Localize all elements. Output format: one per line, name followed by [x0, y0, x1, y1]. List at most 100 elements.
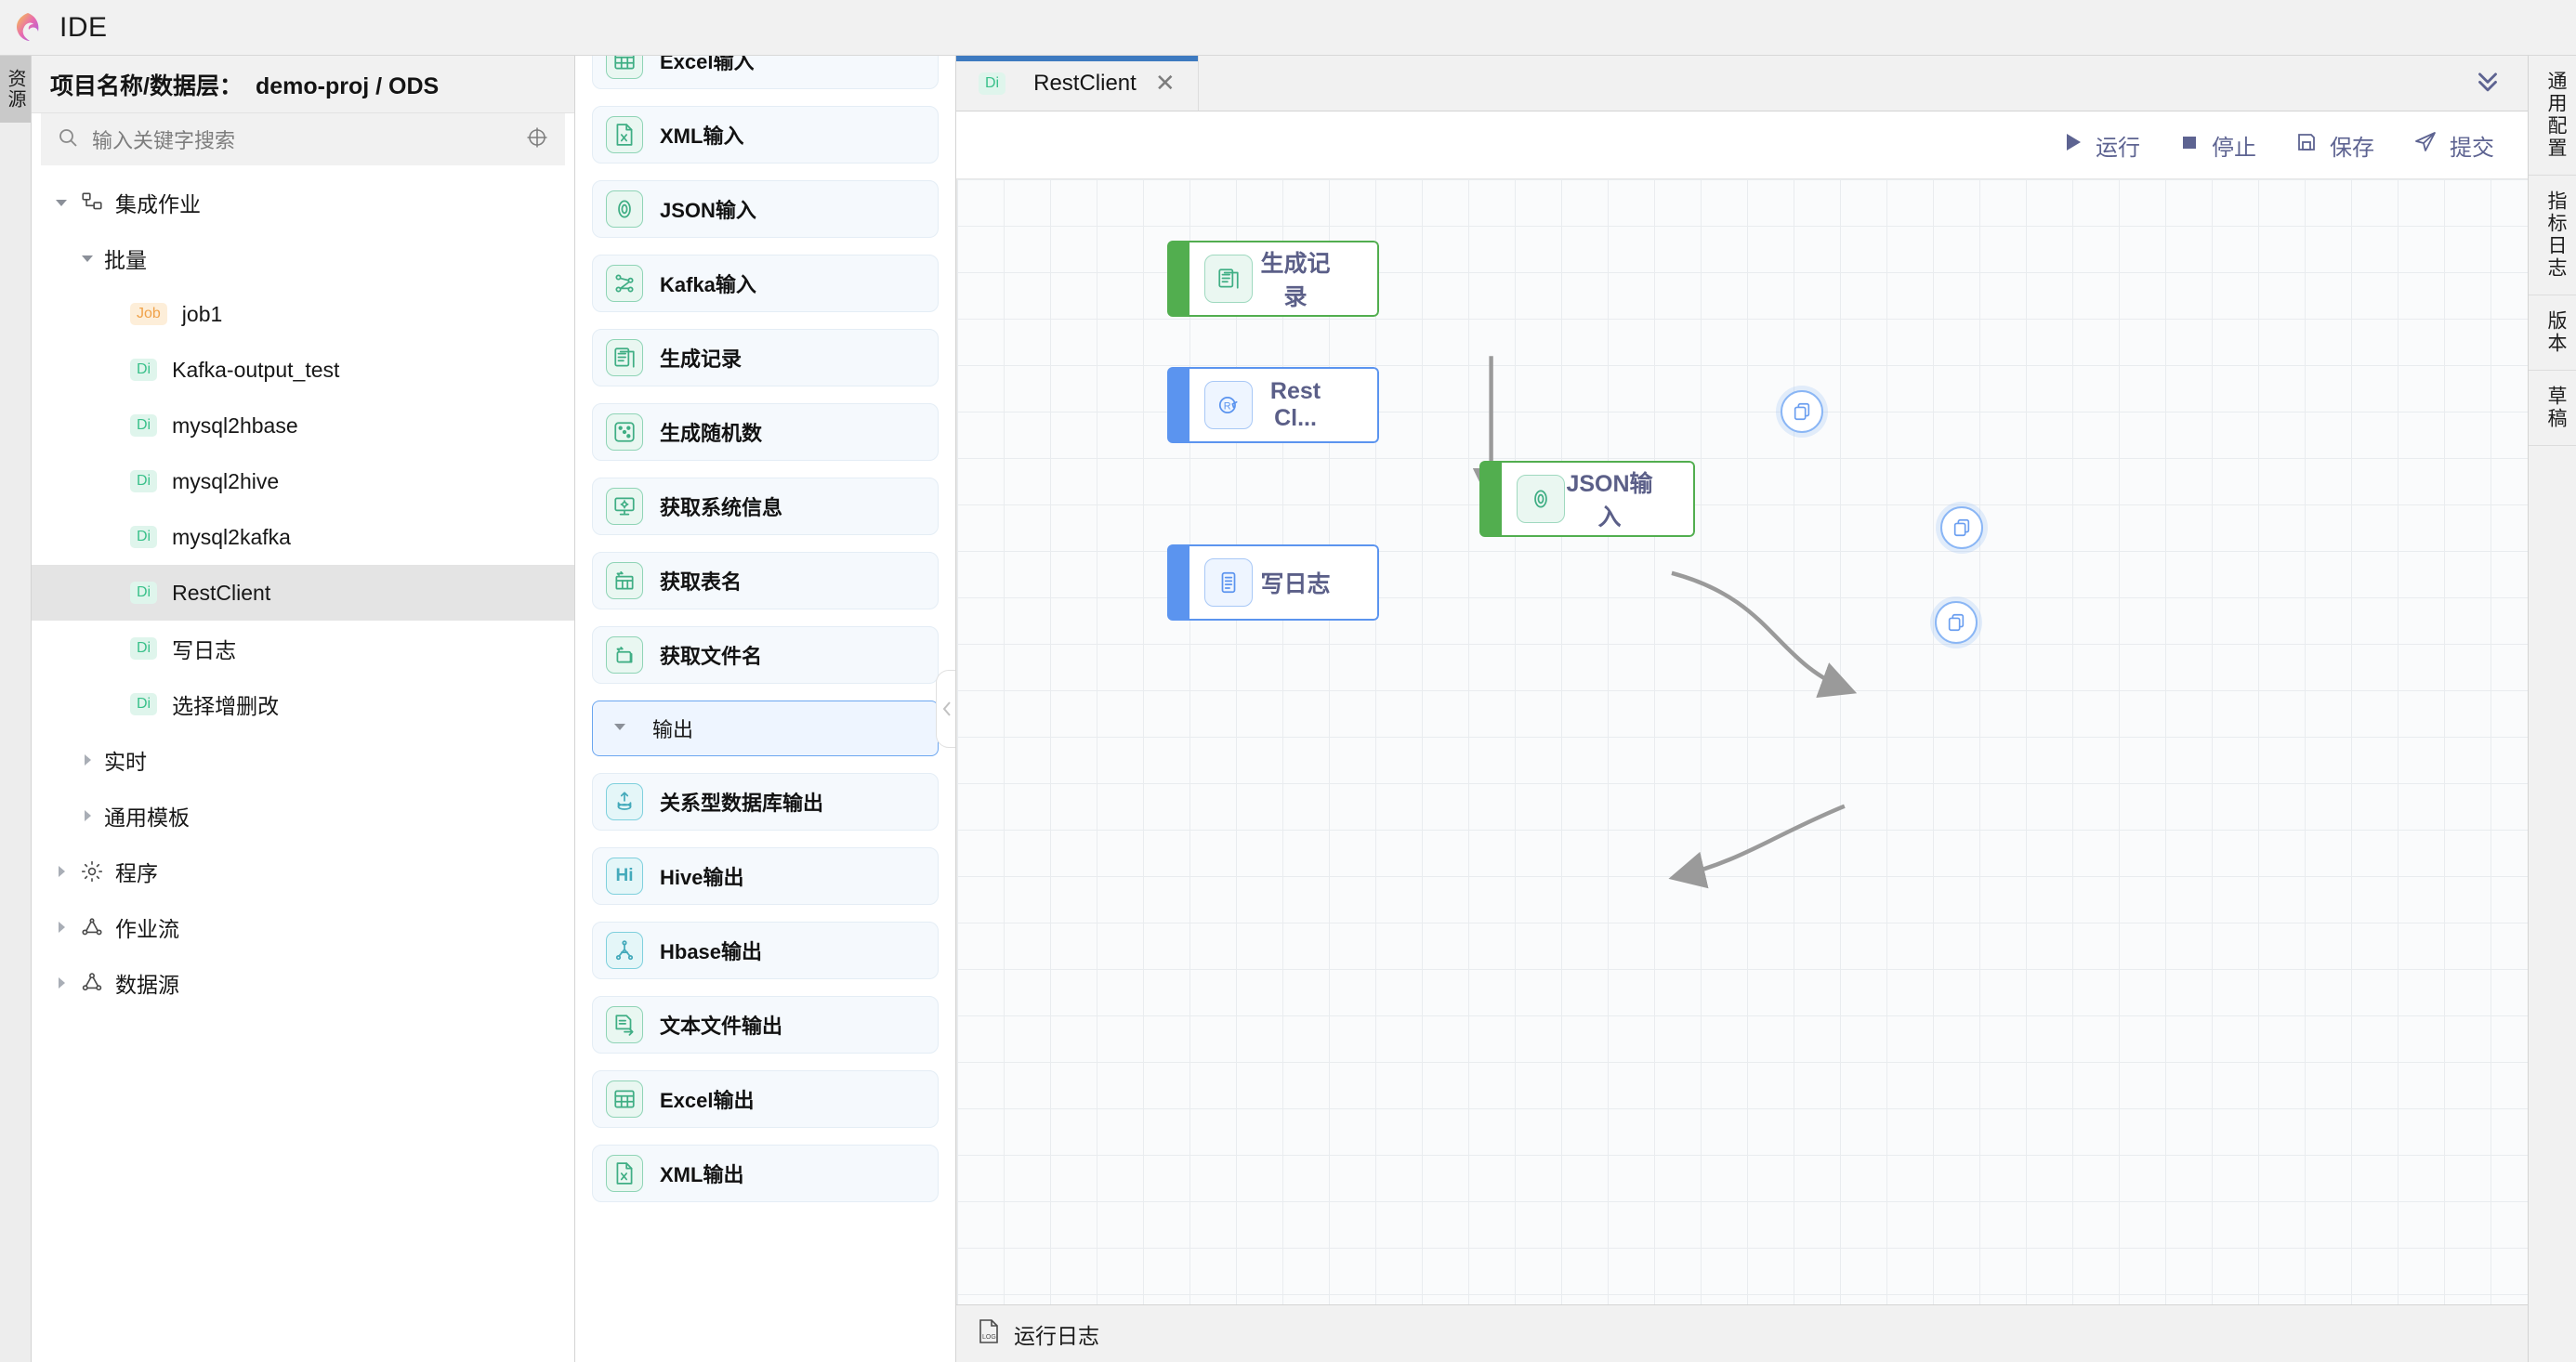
- canvas-node-n4[interactable]: 写日志: [1167, 544, 1379, 621]
- title-bar: IDE: [0, 0, 2576, 56]
- send-icon: [2413, 130, 2438, 161]
- palette-item-获取表名[interactable]: 获取表名: [592, 552, 939, 609]
- run-log-bar[interactable]: LOG 运行日志: [956, 1304, 2528, 1362]
- copy-icon[interactable]: [1940, 506, 1983, 549]
- json-icon: [1517, 475, 1565, 523]
- caret-right-icon[interactable]: [78, 752, 97, 768]
- right-tab-metric-log[interactable]: 指标日志: [2529, 176, 2576, 295]
- palette-item-JSON输入[interactable]: JSON输入: [592, 180, 939, 238]
- palette-item-获取文件名[interactable]: 获取文件名: [592, 626, 939, 684]
- search-box[interactable]: 输入关键字搜索: [41, 113, 565, 165]
- gear-icon: [78, 859, 106, 884]
- run-button[interactable]: 运行: [2063, 129, 2140, 162]
- search-input[interactable]: 输入关键字搜索: [92, 129, 236, 152]
- canvas-grid: [957, 179, 2528, 1304]
- node-color-bar: [1167, 544, 1189, 621]
- caret-down-icon[interactable]: [611, 716, 628, 740]
- tree-item-label: job1: [181, 301, 223, 326]
- canvas-node-n3[interactable]: JSON输入: [1479, 461, 1695, 537]
- tree-item-[interactable]: 集成作业: [32, 175, 574, 230]
- copy-icon[interactable]: [1781, 390, 1823, 433]
- svg-text:R: R: [1224, 400, 1231, 412]
- palette-group-输出[interactable]: 输出: [592, 701, 939, 756]
- palette-item-label: Hbase输出: [660, 940, 763, 963]
- palette-item-Kafka输入[interactable]: Kafka输入: [592, 255, 939, 312]
- palette-item-生成随机数[interactable]: 生成随机数: [592, 403, 939, 461]
- copy-icon[interactable]: [1935, 601, 1978, 644]
- tree-item-[interactable]: 实时: [32, 732, 574, 788]
- tree-item-label: 写日志: [172, 638, 237, 662]
- caret-down-icon[interactable]: [78, 250, 97, 267]
- graph-icon: [78, 915, 106, 939]
- right-tab-draft[interactable]: 草稿: [2529, 371, 2576, 446]
- palette-item-XML输入[interactable]: XML输入: [592, 106, 939, 164]
- palette-collapse-handle[interactable]: [936, 670, 955, 748]
- xml-file-icon: [606, 116, 643, 153]
- right-tab-general-config[interactable]: 通用配置: [2529, 56, 2576, 176]
- palette-item-label: 获取文件名: [660, 645, 763, 668]
- caret-right-icon[interactable]: [52, 919, 71, 936]
- palette-item-label: Excel输入: [660, 56, 755, 73]
- palette-item-生成记录[interactable]: 生成记录: [592, 329, 939, 386]
- caret-down-icon[interactable]: [52, 194, 71, 211]
- caret-right-icon[interactable]: [52, 975, 71, 991]
- palette-item-Excel输出[interactable]: Excel输出: [592, 1070, 939, 1128]
- node-label: 生成记录: [1260, 251, 1331, 310]
- tree-item-label: 程序: [115, 861, 158, 885]
- sidebar-tab-resource[interactable]: 资源: [0, 56, 31, 123]
- chevrons-down-icon[interactable]: [2472, 65, 2504, 101]
- crosshair-icon[interactable]: [525, 125, 549, 154]
- palette-item-Excel输入[interactable]: Excel输入: [592, 56, 939, 89]
- close-icon[interactable]: ✕: [1154, 69, 1176, 97]
- tree-item-[interactable]: 通用模板: [32, 788, 574, 844]
- stop-button[interactable]: 停止: [2179, 129, 2256, 162]
- tree-item-badge: Di: [130, 414, 158, 437]
- palette-item-label: 生成随机数: [660, 422, 763, 445]
- tree-item-label: 数据源: [115, 973, 179, 997]
- app-logo-icon: [9, 9, 46, 46]
- palette-item-文本文件输出[interactable]: 文本文件输出: [592, 996, 939, 1054]
- tree-item-[interactable]: 程序: [32, 844, 574, 899]
- tab-restclient[interactable]: Di RestClient ✕: [956, 56, 1199, 111]
- save-button[interactable]: 保存: [2295, 129, 2374, 162]
- tree-item-[interactable]: 批量: [32, 230, 574, 286]
- submit-label: 提交: [2450, 135, 2494, 161]
- palette-item-获取系统信息[interactable]: 获取系统信息: [592, 478, 939, 535]
- records-icon: [606, 339, 643, 376]
- palette-item-label: XML输出: [660, 1163, 744, 1186]
- left-tab-strip: 资源: [0, 56, 32, 1362]
- workflow-icon: [78, 190, 106, 215]
- caret-right-icon[interactable]: [78, 807, 97, 824]
- canvas-node-n1[interactable]: 生成记录: [1167, 241, 1379, 317]
- log-icon: [1204, 558, 1253, 607]
- monitor-info-icon: [606, 488, 643, 525]
- caret-right-icon[interactable]: [52, 863, 71, 880]
- tree-item-label: 集成作业: [115, 192, 201, 216]
- tree-item-badge: Di: [130, 582, 158, 604]
- node-color-bar: [1167, 241, 1189, 317]
- palette-item-关系型数据库输出[interactable]: 关系型数据库输出: [592, 773, 939, 831]
- palette-item-label: 获取表名: [660, 570, 743, 594]
- tree-item-[interactable]: 数据源: [32, 955, 574, 1011]
- palette-item-label: XML输入: [660, 124, 744, 148]
- palette-item-XML输出[interactable]: XML输出: [592, 1145, 939, 1202]
- palette-item-Hbase输出[interactable]: Hbase输出: [592, 922, 939, 979]
- tree-item-[interactable]: 作业流: [32, 899, 574, 955]
- project-label-prefix: 项目名称/数据层：: [50, 72, 243, 99]
- right-tab-version[interactable]: 版本: [2529, 295, 2576, 371]
- dice-icon: [606, 413, 643, 451]
- submit-button[interactable]: 提交: [2413, 129, 2494, 162]
- tree-item-label: 实时: [104, 750, 147, 774]
